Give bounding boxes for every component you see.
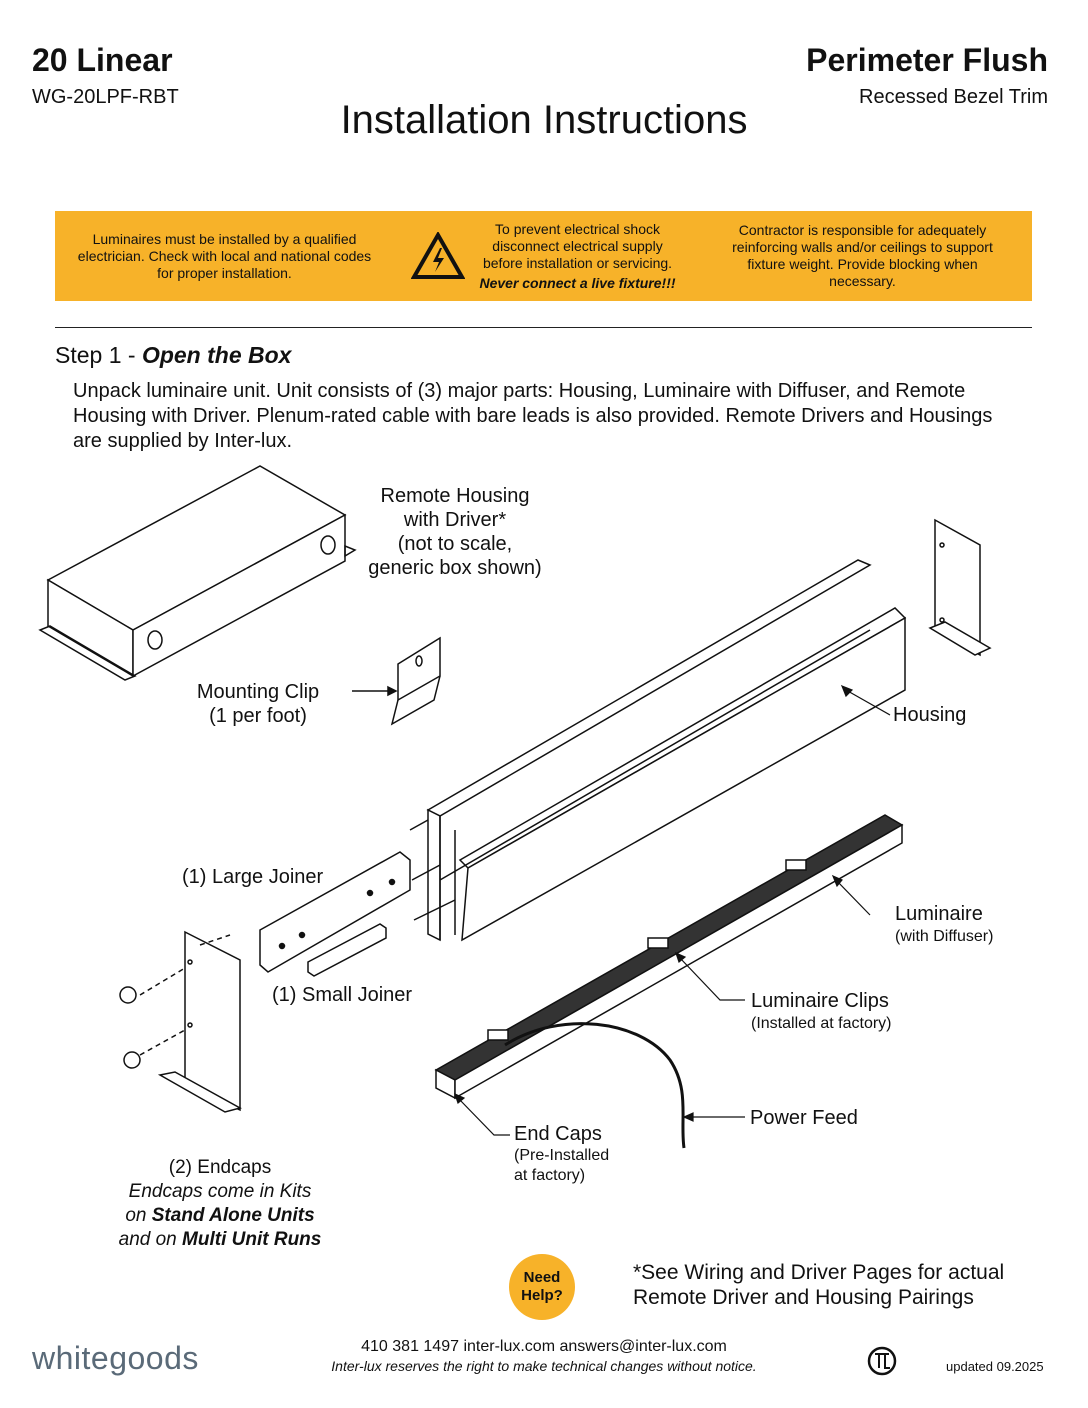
divider bbox=[55, 327, 1032, 328]
label-line: Remote Housing bbox=[380, 485, 530, 507]
warning-shock-line: before installation or servicing. bbox=[482, 254, 673, 271]
step-name: Open the Box bbox=[141, 342, 292, 368]
product-name: 20 Linear bbox=[32, 42, 173, 78]
remote-housing-label: Remote Housing with Driver* (not to scal… bbox=[355, 484, 555, 580]
luminaire-label: Luminaire bbox=[895, 903, 983, 925]
updated-date: updated 09.2025 bbox=[946, 1359, 1044, 1374]
label-line: (2) Endcaps bbox=[168, 1157, 272, 1178]
mounting-clip-label: Mounting Clip (1 per foot) bbox=[178, 680, 338, 728]
screw-icon bbox=[119, 986, 137, 1004]
page-title: Installation Instructions bbox=[340, 98, 748, 142]
step-heading: Step 1 - Open the Box bbox=[55, 342, 291, 369]
warning-contractor: Contractor is responsible for adequately… bbox=[732, 222, 993, 289]
end-caps-label: End Caps bbox=[514, 1123, 602, 1145]
end-caps-sublabel: (Pre-Installed at factory) bbox=[514, 1146, 609, 1186]
label-part: Multi Unit Runs bbox=[182, 1229, 322, 1250]
label-line: (not to scale, bbox=[397, 533, 513, 555]
note-line: *See Wiring and Driver Pages for actual bbox=[633, 1261, 1005, 1284]
luminaire-sublabel: (with Diffuser) bbox=[895, 928, 994, 945]
remote-housing-drawing bbox=[38, 465, 357, 681]
warning-electrician: Luminaires must be installed by a qualif… bbox=[77, 230, 372, 281]
label-line: with Driver* bbox=[403, 509, 507, 531]
housing-drawing bbox=[409, 559, 907, 942]
product-sku: WG-20LPF-RBT bbox=[32, 86, 179, 108]
etl-listed-icon bbox=[867, 1346, 897, 1376]
luminaire-clips-label: Luminaire Clips bbox=[751, 990, 889, 1012]
small-joiner-drawing bbox=[307, 923, 387, 977]
large-joiner-drawing bbox=[259, 851, 411, 973]
power-feed-label: Power Feed bbox=[750, 1107, 858, 1129]
label-line: generic box shown) bbox=[368, 557, 542, 579]
help-line: Need bbox=[523, 1269, 561, 1286]
label-line: (Pre-Installed bbox=[514, 1147, 610, 1164]
trim-type: Recessed Bezel Trim bbox=[859, 86, 1048, 108]
step-number: Step 1 - bbox=[55, 342, 142, 368]
label-part: on bbox=[125, 1205, 152, 1226]
warning-shock: To prevent electrical shock disconnect e… bbox=[394, 221, 693, 292]
warning-banner: Luminaires must be installed by a qualif… bbox=[55, 211, 1032, 301]
mounting-clip-drawing bbox=[352, 636, 441, 726]
label-part: Stand Alone Units bbox=[151, 1205, 315, 1226]
luminaire-clips-sublabel: (Installed at factory) bbox=[751, 1015, 892, 1032]
note-line: Remote Driver and Housing Pairings bbox=[633, 1286, 974, 1309]
large-joiner-label: (1) Large Joiner bbox=[182, 866, 324, 888]
help-line: Help? bbox=[521, 1287, 563, 1304]
step-description: Unpack luminaire unit. Unit consists of … bbox=[73, 380, 993, 452]
small-joiner-label: (1) Small Joiner bbox=[272, 984, 413, 1006]
label-line: Mounting Clip bbox=[196, 681, 320, 703]
warning-shock-line: To prevent electrical shock bbox=[495, 220, 660, 237]
right-endcap-drawing bbox=[928, 518, 992, 657]
label-line: at factory) bbox=[514, 1167, 586, 1184]
power-feed-cable bbox=[504, 1022, 686, 1149]
electrical-hazard-icon bbox=[411, 232, 466, 279]
warning-emphasis: Never connect a live fixture!!! bbox=[479, 274, 676, 291]
product-type: Perimeter Flush bbox=[806, 42, 1048, 78]
label-line: Endcaps come in Kits bbox=[128, 1181, 312, 1202]
disclaimer: Inter-lux reserves the right to make tec… bbox=[331, 1358, 757, 1374]
label-line: (1 per foot) bbox=[209, 705, 307, 727]
screw-icon bbox=[123, 1051, 141, 1069]
warning-shock-line: disconnect electrical supply bbox=[492, 237, 663, 254]
endcaps-label: (2) Endcaps Endcaps come in Kits on Stan… bbox=[100, 1156, 340, 1252]
whitegoods-logo: whitegoods bbox=[32, 1340, 199, 1376]
label-part: and on bbox=[118, 1229, 183, 1250]
pairing-note: *See Wiring and Driver Pages for actual … bbox=[633, 1260, 1004, 1310]
housing-label: Housing bbox=[893, 704, 967, 726]
left-endcap-drawing bbox=[119, 930, 242, 1113]
leader-lines bbox=[454, 684, 891, 1136]
contact-info: 410 381 1497 inter-lux.com answers@inter… bbox=[361, 1338, 727, 1355]
